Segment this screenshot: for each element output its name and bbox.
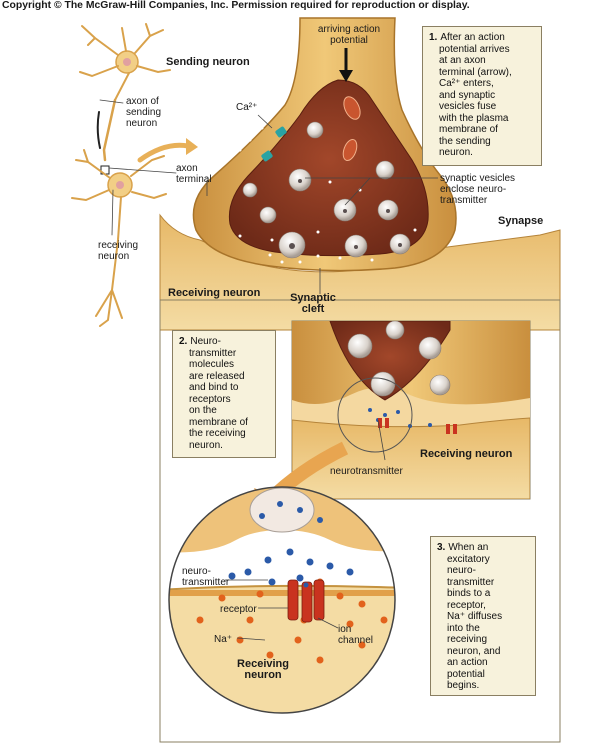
arrow-down-icon bbox=[339, 48, 353, 82]
label-receiving-neuron-main: Receiving neuron bbox=[168, 287, 261, 299]
label-axon-terminal: axon terminal bbox=[176, 163, 212, 185]
calcium-channel-icon bbox=[261, 126, 287, 162]
caption-step-2: 2.Neuro- transmitter molecules are relea… bbox=[172, 330, 276, 458]
label-neurotransmitter-zoom: neuro- transmitter bbox=[182, 566, 230, 588]
neurotransmitter-molecules bbox=[228, 501, 354, 586]
caption-step-3: 3.When an excitatory neuro- transmitter … bbox=[430, 536, 536, 696]
label-receiving-neuron-zoom: Receiving neuron bbox=[237, 658, 289, 681]
label-arriving-action-potential: arriving action potential bbox=[317, 24, 381, 46]
label-synapse: Synapse bbox=[498, 215, 544, 227]
neuron-schematic bbox=[71, 23, 198, 327]
receptor-zoom bbox=[168, 486, 396, 714]
label-receiving-neuron-mid: Receiving neuron bbox=[420, 448, 513, 460]
label-calcium: Ca²⁺ bbox=[236, 102, 258, 113]
release-panel bbox=[291, 320, 531, 500]
label-synaptic-vesicles: synaptic vesicles enclose neuro- transmi… bbox=[440, 173, 516, 206]
axon-terminal-main bbox=[159, 17, 561, 331]
label-synaptic-cleft: Synaptic cleft bbox=[290, 292, 336, 315]
label-sending-neuron: Sending neuron bbox=[166, 56, 250, 68]
label-ion-channel: ion channel bbox=[338, 624, 374, 646]
ion-channel-icon bbox=[287, 579, 325, 623]
label-receiving-neuron-small: receiving neuron bbox=[98, 240, 139, 262]
caption-step-1: 1.After an action potential arrives at a… bbox=[422, 26, 542, 166]
label-receptor: receptor bbox=[220, 604, 257, 615]
receptor-icon bbox=[378, 418, 457, 434]
figure-frame bbox=[159, 299, 561, 743]
label-sodium: Na⁺ bbox=[214, 634, 233, 645]
label-axon-of-sending-neuron: axon of sending neuron bbox=[126, 96, 162, 129]
copyright-notice: Copyright © The McGraw-Hill Companies, I… bbox=[2, 0, 470, 11]
label-neurotransmitter-mid: neurotransmitter bbox=[330, 466, 403, 477]
